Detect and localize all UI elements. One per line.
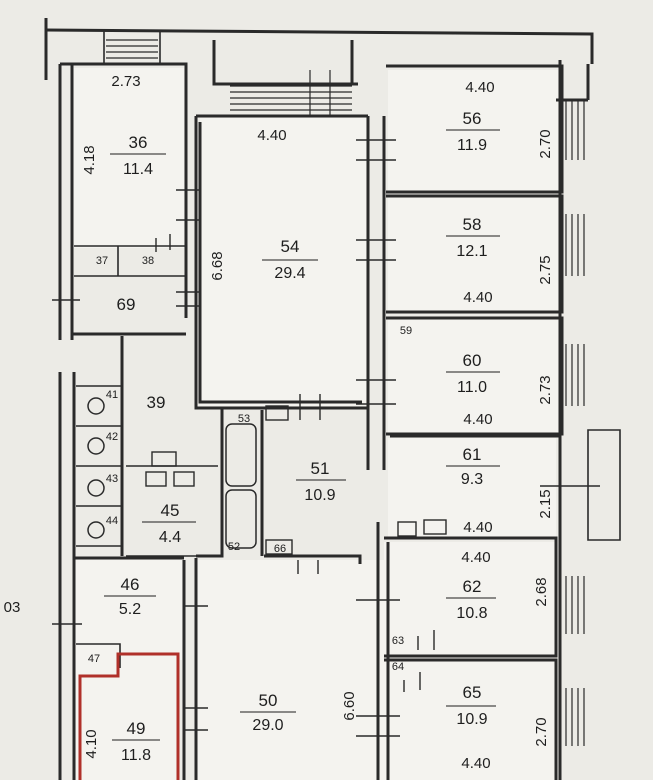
- room-60-number: 60: [463, 351, 482, 370]
- bathroom-fixtures: [87, 397, 447, 555]
- room-60-area: 11.0: [457, 379, 487, 396]
- room-56-area: 11.9: [457, 137, 487, 154]
- dim-4-40-room-62: 4.40: [461, 549, 490, 566]
- dim-4-40-room-54: 4.40: [257, 127, 286, 144]
- room-58-number: 58: [463, 215, 482, 234]
- room-52-number: 52: [228, 541, 240, 553]
- dim-4-40-room-58: 4.40: [463, 289, 492, 306]
- room-45-area: 4.4: [159, 529, 181, 546]
- room-41-number: 41: [106, 389, 118, 401]
- dim-6-60: 6.60: [341, 691, 358, 720]
- dim-2-68: 2.68: [533, 577, 550, 606]
- room-39-number: 39: [147, 393, 166, 412]
- stair-hatching: [106, 39, 585, 746]
- walls: [44, 18, 621, 780]
- room-fills: [72, 68, 560, 780]
- dim-4-40-room-65: 4.40: [461, 755, 490, 772]
- room-61-area: 9.3: [461, 471, 483, 488]
- room-63-number: 63: [392, 635, 404, 647]
- room-61-number: 61: [463, 445, 482, 464]
- dim-4-40-room-60: 4.40: [463, 411, 492, 428]
- dim-2-73-room-60: 2.73: [537, 375, 554, 404]
- dimension-labels: 2.73 4.18 4.40 6.68 4.40 2.70 2.75 4.40 …: [4, 73, 554, 772]
- room-69-number: 69: [117, 295, 136, 314]
- room-46-number: 46: [121, 575, 140, 594]
- room-50-area: 29.0: [252, 717, 283, 734]
- room-51-area: 10.9: [304, 487, 335, 504]
- dim-2-70-room-65: 2.70: [533, 717, 550, 746]
- dim-03-edge: 03: [4, 599, 21, 616]
- room-65-area: 10.9: [456, 711, 487, 728]
- room-46-area: 5.2: [119, 601, 141, 618]
- room-62-area: 10.8: [456, 605, 487, 622]
- room-45-number: 45: [161, 501, 180, 520]
- room-49-outline: [78, 652, 180, 780]
- room-36-area: 11.4: [123, 161, 153, 178]
- dim-2-75: 2.75: [537, 255, 554, 284]
- room-51-number: 51: [311, 459, 330, 478]
- room-38-number: 38: [142, 255, 154, 267]
- room-43-number: 43: [106, 473, 118, 485]
- room-59-number: 59: [400, 325, 412, 337]
- dim-2-15: 2.15: [537, 489, 554, 518]
- room-47-number: 47: [88, 653, 100, 665]
- room-49-area: 11.8: [121, 747, 151, 764]
- room-42-number: 42: [106, 431, 118, 443]
- room-50-number: 50: [259, 691, 278, 710]
- dim-4-40-room-61: 4.40: [463, 519, 492, 536]
- room-64-number: 64: [392, 661, 404, 673]
- room-54-number: 54: [281, 237, 300, 256]
- room-54-area: 29.4: [274, 265, 305, 282]
- room-66-number: 66: [274, 543, 286, 555]
- room-49-number: 49: [127, 719, 146, 738]
- door-ticks: [52, 139, 600, 737]
- dim-2-70-room-56: 2.70: [537, 129, 554, 158]
- room-58-area: 12.1: [456, 243, 487, 260]
- room-labels: 36 11.4 37 38 69 39 41 42 43 44 45 4.4 4…: [88, 109, 488, 764]
- room-56-number: 56: [463, 109, 482, 128]
- dim-2-73-top: 2.73: [111, 73, 140, 90]
- dim-4-18: 4.18: [81, 145, 98, 174]
- room-44-number: 44: [106, 515, 118, 527]
- room-36-number: 36: [129, 133, 148, 152]
- room-65-number: 65: [463, 683, 482, 702]
- dim-4-40-room-56: 4.40: [465, 79, 494, 96]
- room-37-number: 37: [96, 255, 108, 267]
- room-62-number: 62: [463, 577, 482, 596]
- dim-4-10: 4.10: [83, 729, 100, 758]
- dim-6-68: 6.68: [209, 251, 226, 280]
- room-53-number: 53: [238, 413, 250, 425]
- fraction-bars: [104, 129, 500, 741]
